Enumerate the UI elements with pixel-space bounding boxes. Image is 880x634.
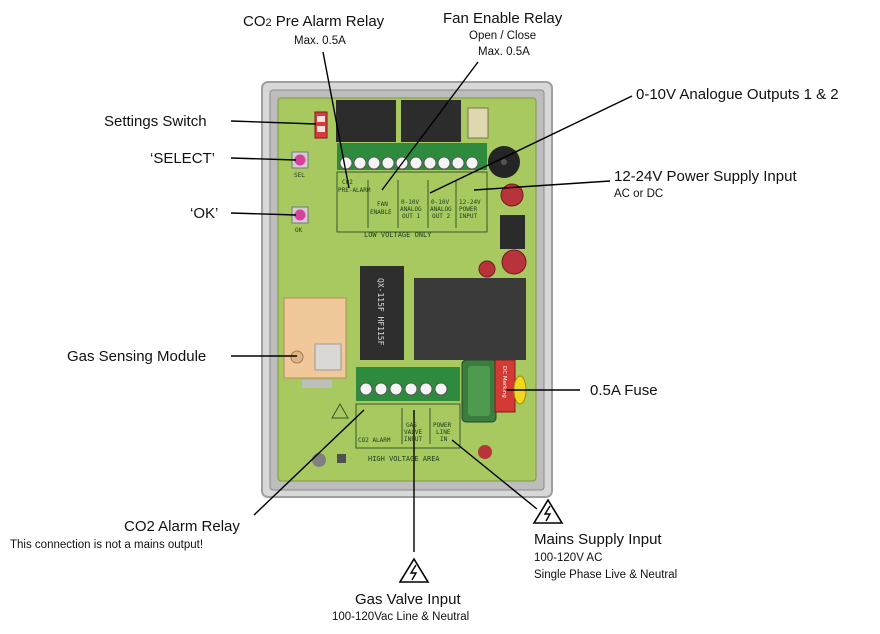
pcb-line-in-2: LINE: [436, 429, 451, 436]
settings-switch-label: Settings Switch: [104, 113, 207, 130]
power-supply-title: 12-24V Power Supply Input: [614, 168, 797, 185]
select-label: ‘SELECT’: [150, 150, 216, 167]
pcb-pwr-line1: 12-24V: [459, 199, 481, 206]
select-button: [294, 154, 306, 166]
fan-enable-sub1: Open / Close: [469, 30, 537, 42]
pcb-sel: SEL: [294, 172, 305, 179]
high-voltage-terminal-block: [356, 367, 460, 401]
pcb-fan-line2: ENABLE: [370, 209, 392, 216]
pcb-line-in-1: POWER: [433, 422, 451, 429]
pcb-co2-line1: CO2: [342, 179, 353, 186]
settings-switch: [314, 111, 328, 139]
hazard-warning-icon: [398, 557, 430, 583]
co2-pre-alarm-title: CO2 Pre Alarm Relay: [243, 13, 385, 30]
transformer: [414, 278, 526, 360]
fan-enable-sub2: Max. 0.5A: [478, 46, 530, 58]
pcb-pwr-line3: INPUT: [459, 213, 477, 220]
pcb-ao2-line3: OUT 2: [432, 213, 450, 220]
relay-marking: QX-115F HF115F: [376, 278, 385, 346]
pcb-gas-line3: INPUT: [404, 436, 422, 443]
pcb-ao2-line2: ANALOG: [430, 206, 452, 213]
co2-pre-alarm-sub: Max. 0.5A: [294, 35, 346, 47]
analogue-outputs-label: 0-10V Analogue Outputs 1 & 2: [636, 86, 839, 103]
pre-alarm-relay: [336, 100, 396, 142]
main-relay: [360, 266, 404, 360]
fan-relay: [401, 100, 461, 142]
fuse-marking: DC Marking: [501, 366, 507, 398]
leader-lines: [230, 51, 633, 552]
pcb-gas-line1: GAS: [406, 422, 417, 429]
pcb-fan-line1: FAN: [377, 201, 388, 208]
fan-enable-title: Fan Enable Relay: [443, 10, 563, 27]
low-voltage-terminal-block: [337, 143, 487, 170]
gas-sensing-module-label: Gas Sensing Module: [67, 348, 207, 365]
co2-alarm-relay-title: CO2 Alarm Relay: [124, 518, 240, 535]
pcb-line-in-3: IN: [440, 436, 448, 443]
gas-valve-title: Gas Valve Input: [355, 591, 461, 608]
power-supply-sub: AC or DC: [614, 188, 664, 200]
capacitor: [500, 183, 524, 207]
pcb-ao2-line1: 0-10V: [431, 199, 449, 206]
pcb-gas-line2: VALVE: [404, 429, 422, 436]
mains-supply-sub1: 100-120V AC: [534, 552, 603, 564]
high-voltage-label: HIGH VOLTAGE AREA: [368, 455, 440, 463]
pcb-ao1-line1: 0-10V: [401, 199, 419, 206]
pcb-ao1-line3: OUT 1: [402, 213, 420, 220]
low-voltage-label: LOW VOLTAGE ONLY: [364, 231, 432, 239]
mains-supply-sub2: Single Phase Live & Neutral: [534, 569, 678, 581]
ok-button: [294, 209, 306, 221]
pcb-co2-alarm: CO2 ALARM: [358, 437, 391, 444]
hazard-warning-icon: [532, 498, 564, 524]
gas-valve-sub: 100-120Vac Line & Neutral: [332, 611, 470, 623]
mains-supply-title: Mains Supply Input: [534, 531, 662, 548]
ok-label: ‘OK’: [190, 205, 219, 222]
co2-alarm-relay-sub: This connection is not a mains output!: [10, 539, 204, 551]
pcb-co2-line2: PRE-ALARM: [338, 187, 371, 194]
pcb-ao1-line2: ANALOG: [400, 206, 422, 213]
pcb-pwr-line2: POWER: [459, 206, 477, 213]
pcb-ok: OK: [295, 227, 303, 234]
fuse-label: 0.5A Fuse: [590, 382, 658, 399]
